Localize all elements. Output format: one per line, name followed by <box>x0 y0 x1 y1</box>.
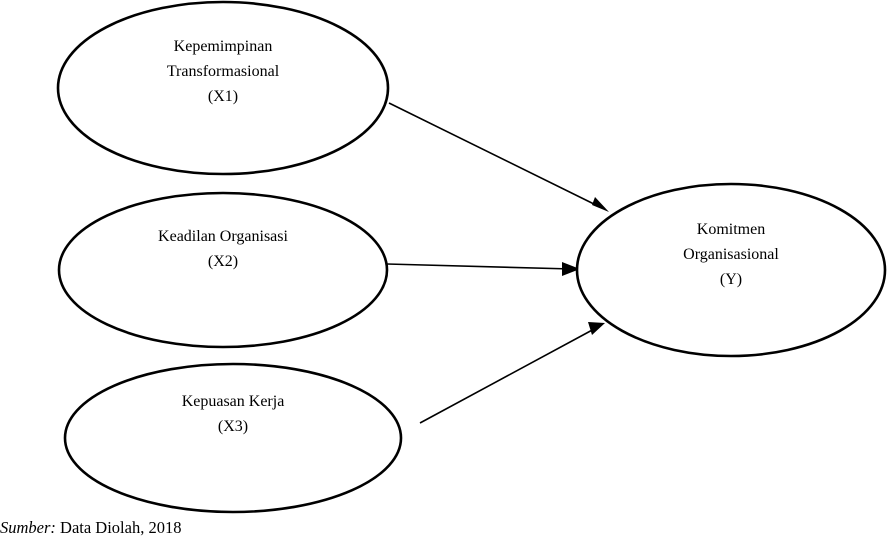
nodes-layer: Kepemimpinan Transformasional (X1) Keadi… <box>56 0 887 514</box>
source-caption-value: Data Diolah, 2018 <box>60 518 182 537</box>
arrow-x2-to-y-head <box>562 262 580 276</box>
node-y-label-line2: Organisasional <box>683 246 779 263</box>
source-caption: Sumber: Data Diolah, 2018 <box>0 518 181 538</box>
node-x1-label-line1: Kepemimpinan <box>174 38 273 55</box>
node-keadilan-organisasi[interactable]: Keadilan Organisasi (X2) <box>57 191 389 349</box>
node-y-ellipse[interactable] <box>575 182 887 358</box>
node-x2-label-line1: Keadilan Organisasi <box>158 228 288 245</box>
node-kepemimpinan-transformasional[interactable]: Kepemimpinan Transformasional (X1) <box>56 0 390 176</box>
node-komitmen-organisasional[interactable]: Komitmen Organisasional (Y) <box>575 182 887 358</box>
arrow-x1-to-y-head <box>592 197 609 212</box>
arrow-x1-to-y <box>388 102 609 212</box>
node-x1-label-line2: Transformasional <box>167 63 280 80</box>
arrow-x3-to-y <box>419 322 605 424</box>
arrow-x2-to-y-line <box>386 263 573 270</box>
arrow-x2-to-y <box>386 262 580 276</box>
arrow-x3-to-y-head <box>588 322 605 335</box>
node-x3-label-line2: (X3) <box>218 418 248 435</box>
node-x2-ellipse[interactable] <box>57 191 389 349</box>
node-x1-label-line3: (X1) <box>208 88 238 105</box>
source-caption-key: Sumber: <box>0 518 56 537</box>
node-kepuasan-kerja[interactable]: Kepuasan Kerja (X3) <box>63 362 403 514</box>
node-x3-ellipse[interactable] <box>63 362 403 514</box>
node-x3-label-line1: Kepuasan Kerja <box>182 393 285 410</box>
node-x2-label-line2: (X2) <box>208 253 238 270</box>
arrow-x3-to-y-line <box>419 327 597 424</box>
node-x1-ellipse[interactable] <box>56 0 390 176</box>
arrow-x1-to-y-line <box>388 102 601 208</box>
edges-layer <box>386 102 609 424</box>
node-y-label-line1: Komitmen <box>697 221 765 238</box>
node-y-label-line3: (Y) <box>720 271 742 288</box>
